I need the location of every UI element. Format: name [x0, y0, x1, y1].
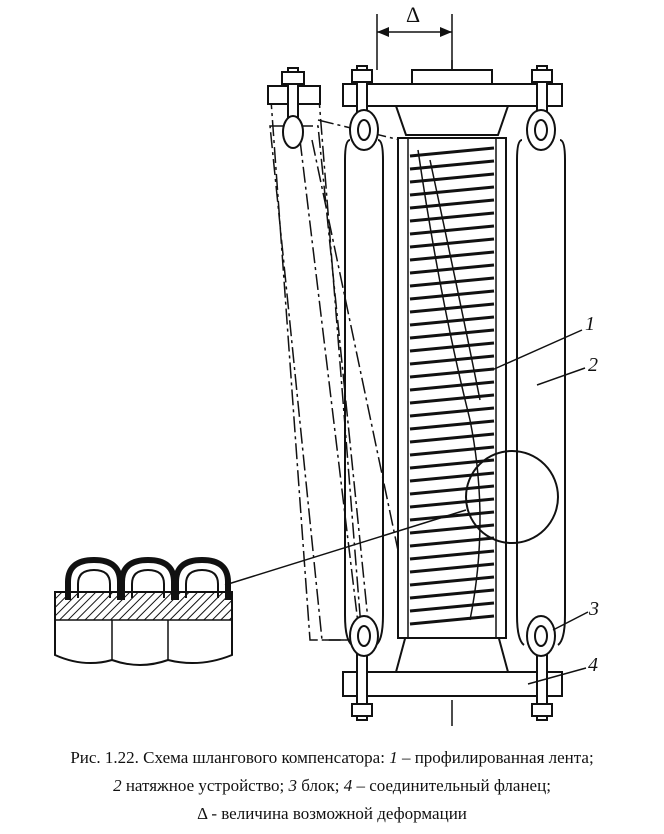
- hose-coil-turn: [409, 380, 495, 392]
- caption-num-1: 1: [389, 748, 398, 767]
- hose-coil-turn: [409, 367, 495, 379]
- hose-coil-turn: [409, 341, 495, 353]
- label-part-2: 2: [588, 354, 598, 376]
- caption-num-2: 2: [113, 776, 122, 795]
- caption-line-1: Рис. 1.22. Схема шлангового компенсатора…: [0, 744, 664, 772]
- hose-coil-turn: [409, 588, 495, 600]
- hose-coil-turn: [409, 406, 495, 418]
- displaced-flange: [267, 67, 321, 149]
- label-part-3: 3: [588, 598, 599, 620]
- hose-coil-turn: [409, 315, 495, 327]
- hose-coil-turn: [409, 211, 495, 223]
- caption-text-2: натяжное устройство;: [125, 776, 285, 795]
- hose-coil-turn: [409, 250, 495, 262]
- hose-coil-turn: [409, 471, 495, 483]
- hose-coil-turn: [409, 614, 495, 626]
- delta-label: Δ: [406, 2, 420, 27]
- hose-coil-turn: [409, 354, 495, 366]
- caption-num-4: 4: [343, 776, 353, 795]
- hose-coil-turn: [409, 289, 495, 301]
- top-flange: [342, 65, 563, 136]
- hose-coil-turn: [409, 224, 495, 236]
- figure-caption: Рис. 1.22. Схема шлангового компенсатора…: [0, 744, 664, 828]
- detail-cross-section: [54, 556, 233, 666]
- hose-coil-turn: [409, 458, 495, 470]
- caption-text-5: - величина возможной деформации: [211, 804, 467, 823]
- hose-coil-turn: [409, 484, 495, 496]
- caption-text-3: блок;: [301, 776, 340, 795]
- hose-coil-turn: [409, 276, 495, 288]
- hose-coil-turn: [409, 302, 495, 314]
- tension-strap-left: [344, 139, 384, 646]
- hose-coil-turn: [409, 237, 495, 249]
- label-part-1: 1: [585, 313, 595, 335]
- hose-coil-turn: [409, 419, 495, 431]
- caption-num-3: 3: [288, 776, 298, 795]
- hose-coil-turn: [409, 562, 495, 574]
- hose-coil-turn: [409, 198, 495, 210]
- hose-coil-turn: [409, 549, 495, 561]
- label-part-4: 4: [588, 654, 598, 676]
- caption-delta: Δ: [197, 804, 208, 823]
- corrugated-hose: [397, 137, 507, 639]
- caption-text-4: – соединительный фланец;: [356, 776, 551, 795]
- detail-circle: [224, 450, 559, 586]
- caption-line-2: 2 натяжное устройство; 3 блок; 4 – соеди…: [0, 772, 664, 800]
- part-leaders: [491, 329, 589, 685]
- hose-coil-turn: [409, 328, 495, 340]
- hose-coil-turn: [409, 601, 495, 613]
- hose-coil-turn: [409, 445, 495, 457]
- caption-text-1: – профилированная лента;: [401, 748, 594, 767]
- caption-line-3: Δ - величина возможной деформации: [0, 800, 664, 828]
- hose-coil-turn: [409, 159, 495, 171]
- hose-coil-turn: [409, 172, 495, 184]
- profiled-band-lines: [417, 149, 481, 621]
- hose-coil-turn: [409, 432, 495, 444]
- hose-coil-turn: [409, 263, 495, 275]
- caption-prefix: Рис. 1.22. Схема шлангового компенсатора…: [70, 748, 385, 767]
- hose-coil-turn: [409, 146, 495, 158]
- hose-coil-turn: [409, 575, 495, 587]
- pulley-blocks: [349, 109, 556, 657]
- compensator-diagram: Δ: [54, 2, 599, 730]
- delta-dimension: Δ: [376, 2, 453, 70]
- tension-strap-right: [516, 139, 566, 646]
